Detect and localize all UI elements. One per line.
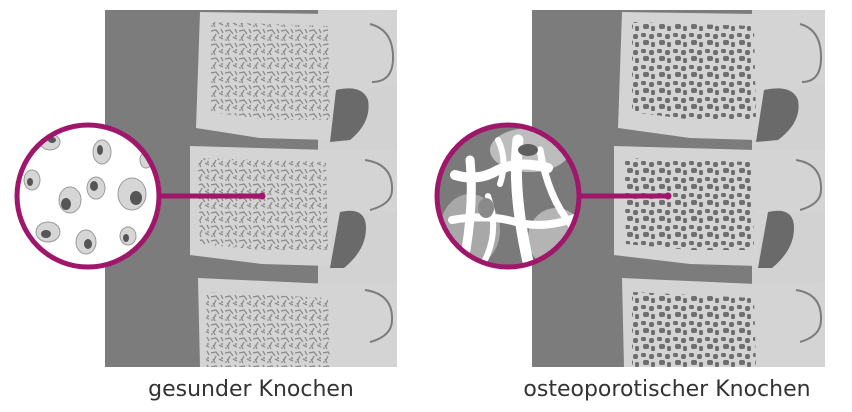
magnifier-connector-dot-osteoporotic [665,193,672,200]
osteo-vertebra-top [618,10,825,142]
osteo-vertebra-bottom [622,278,825,367]
caption-osteoporotic-bone: osteoporotischer Knochen [482,377,852,402]
magnifier-connector-dot-healthy [259,193,266,200]
caption-healthy-bone: gesunder Knochen [105,377,397,402]
healthy-vertebra-bottom [198,278,397,367]
